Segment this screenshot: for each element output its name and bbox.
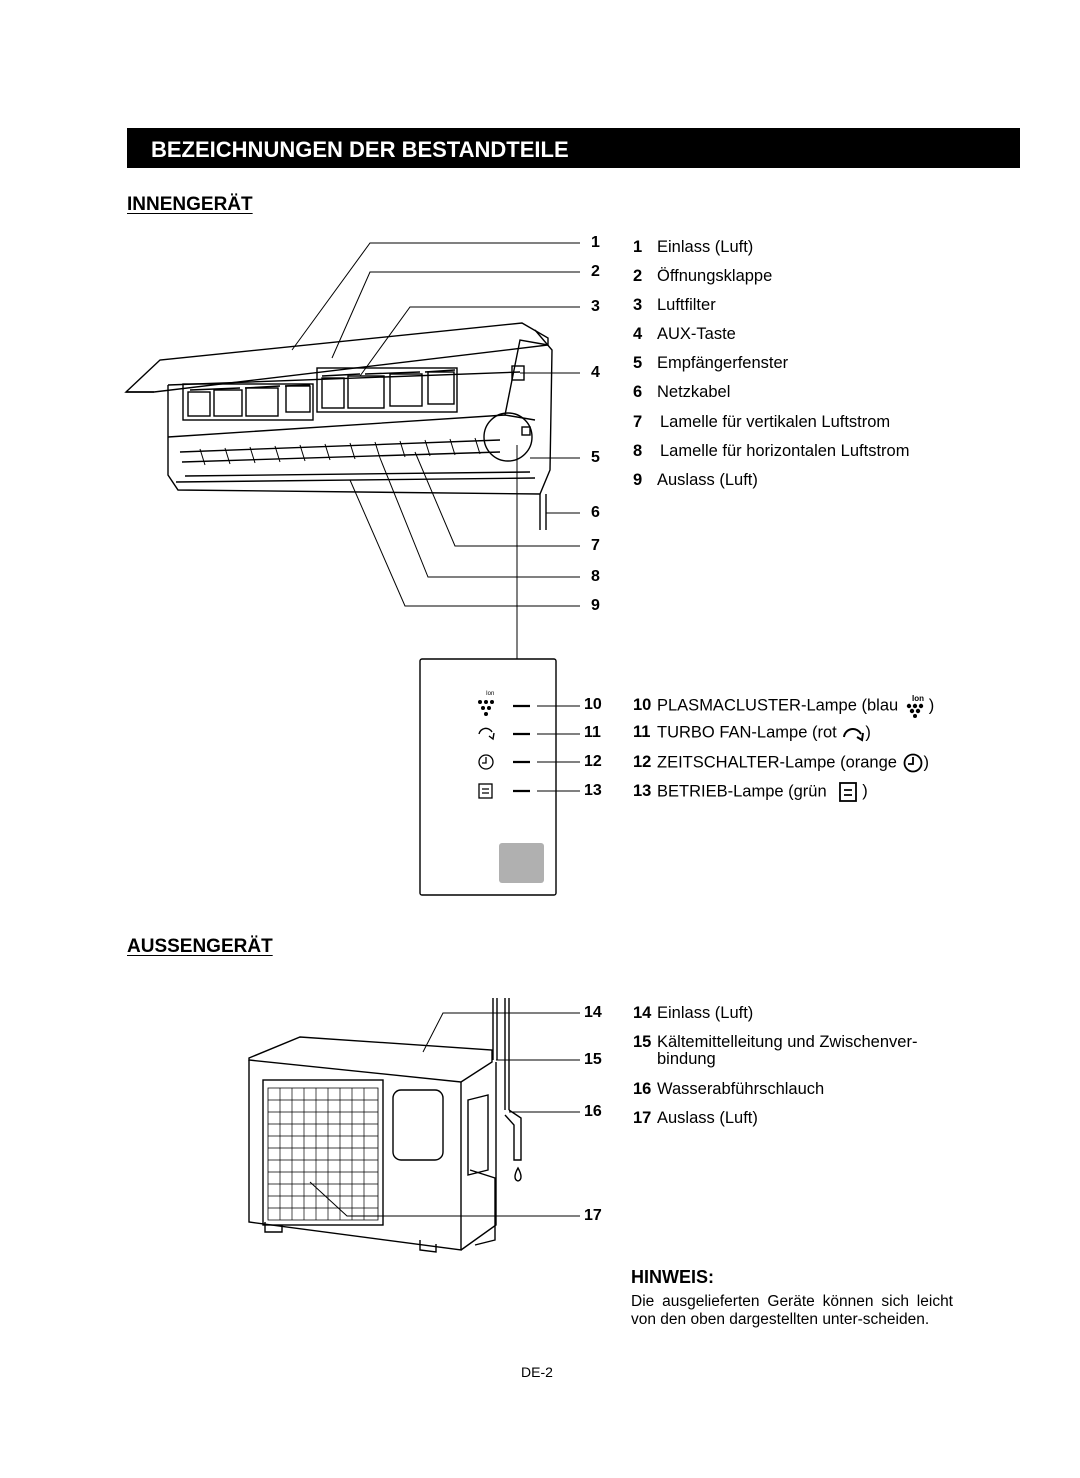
operation-icon xyxy=(839,782,858,802)
close-paren: ) xyxy=(862,782,868,801)
legend-item: 13 BETRIEB-Lampe (grün ) xyxy=(633,781,868,803)
legend-item-continuation: bindung xyxy=(657,1050,716,1069)
legend-num: 7 xyxy=(633,413,643,431)
page-banner: BEZEICHNUNGEN DER BESTANDTEILE xyxy=(127,128,1020,168)
callout-11: 11 xyxy=(584,724,601,741)
legend-num: 6 xyxy=(633,383,643,401)
legend-item: 16 Wasserabführschlauch xyxy=(633,1080,824,1099)
indoor-section-title: INNENGERÄT xyxy=(127,194,253,215)
legend-label: Einlass (Luft) xyxy=(657,1004,754,1022)
callout-2: 2 xyxy=(591,263,600,280)
legend-num: 13 xyxy=(633,782,652,801)
plasmacluster-ion-icon: Ion xyxy=(906,694,924,718)
legend-num: 16 xyxy=(633,1080,652,1098)
legend-item: 8 Lamelle für horizontalen Luftstrom xyxy=(633,442,909,461)
legend-label: Kältemittelleitung und Zwischenver- xyxy=(657,1033,918,1051)
callout-3: 3 xyxy=(591,298,600,315)
legend-item: 12 ZEITSCHALTER-Lampe (orange ) xyxy=(633,752,929,774)
legend-item: 7 Lamelle für vertikalen Luftstrom xyxy=(633,413,890,432)
legend-label: Einlass (Luft) xyxy=(657,238,754,256)
legend-num: 14 xyxy=(633,1004,652,1022)
legend-item: 17 Auslass (Luft) xyxy=(633,1109,758,1128)
timer-clock-icon xyxy=(903,753,922,773)
legend-label: Auslass (Luft) xyxy=(657,1109,758,1127)
legend-item: 15 Kältemittelleitung und Zwischenver- xyxy=(633,1033,917,1052)
callout-16: 16 xyxy=(584,1103,602,1120)
legend-num: 3 xyxy=(633,296,643,314)
panel-operation-icon xyxy=(478,783,493,799)
legend-label: Lamelle für vertikalen Luftstrom xyxy=(660,413,891,431)
legend-label: Luftfilter xyxy=(657,296,716,314)
legend-label: ZEITSCHALTER-Lampe (orange xyxy=(657,753,897,772)
legend-item: 11 TURBO FAN-Lampe (rot ) xyxy=(633,723,871,743)
ion-label: Ion xyxy=(912,694,924,703)
legend-label: TURBO FAN-Lampe (rot xyxy=(657,723,837,742)
svg-text:Ion: Ion xyxy=(486,691,494,697)
outdoor-leader-lines xyxy=(309,1012,580,1217)
close-paren: ) xyxy=(865,723,871,742)
legend-label: Lamelle für horizontalen Luftstrom xyxy=(660,442,910,460)
panel-turbo-fan-icon xyxy=(478,727,495,741)
legend-num: 10 xyxy=(633,696,652,715)
legend-item: 3 Luftfilter xyxy=(633,296,716,315)
turbo-fan-icon xyxy=(843,728,865,742)
legend-item: 6 Netzkabel xyxy=(633,383,730,402)
callout-8: 8 xyxy=(591,568,600,585)
callout-1: 1 xyxy=(591,234,600,251)
callout-17: 17 xyxy=(584,1207,602,1224)
legend-label: BETRIEB-Lampe (grün xyxy=(657,782,827,801)
callout-14: 14 xyxy=(584,1004,602,1021)
note-text: Die ausgelieferten Geräte können sich le… xyxy=(631,1293,953,1328)
legend-label: AUX-Taste xyxy=(657,325,736,343)
panel-timer-icon xyxy=(478,754,494,770)
legend-num: 9 xyxy=(633,471,643,489)
legend-label: Netzkabel xyxy=(657,383,731,401)
callout-5: 5 xyxy=(591,449,600,466)
legend-item: 5 Empfängerfenster xyxy=(633,354,788,373)
outdoor-section-title: AUSSENGERÄT xyxy=(127,936,273,957)
callout-9: 9 xyxy=(591,597,600,614)
legend-label: Öffnungsklappe xyxy=(657,267,773,285)
legend-num: 1 xyxy=(633,238,643,256)
callout-7: 7 xyxy=(591,537,600,554)
legend-item: 9 Auslass (Luft) xyxy=(633,471,758,490)
legend-num: 4 xyxy=(633,325,643,343)
callout-12: 12 xyxy=(584,753,602,770)
legend-num: 17 xyxy=(633,1109,652,1127)
legend-num: 11 xyxy=(633,723,651,742)
indoor-unit-drawing xyxy=(124,322,553,530)
control-panel-drawing: Ion xyxy=(419,658,580,896)
legend-label: Empfängerfenster xyxy=(657,354,789,372)
close-paren: ) xyxy=(928,696,935,715)
close-paren: ) xyxy=(923,753,930,772)
legend-num: 12 xyxy=(633,753,652,772)
outdoor-unit-drawing xyxy=(248,998,522,1253)
legend-item: 14 Einlass (Luft) xyxy=(633,1004,753,1023)
legend-num: 15 xyxy=(633,1033,652,1051)
panel-plasmacluster-icon: Ion xyxy=(478,691,494,716)
legend-num: 5 xyxy=(633,354,643,372)
callout-13: 13 xyxy=(584,782,602,799)
legend-label: PLASMACLUSTER-Lampe (blau xyxy=(657,696,899,715)
legend-item: 1 Einlass (Luft) xyxy=(633,238,753,257)
callout-10: 10 xyxy=(584,696,602,713)
legend-num: 8 xyxy=(633,442,643,460)
legend-item: 10 PLASMACLUSTER-Lampe (blau Ion ) xyxy=(633,694,934,718)
legend-label: Wasserabführschlauch xyxy=(657,1080,825,1098)
legend-num: 2 xyxy=(633,267,643,285)
callout-15: 15 xyxy=(584,1051,602,1068)
legend-item: 4 AUX-Taste xyxy=(633,325,736,344)
page-number: DE-2 xyxy=(521,1364,553,1380)
callout-4: 4 xyxy=(591,364,600,381)
legend-label: bindung xyxy=(657,1050,716,1068)
legend-item: 2 Öffnungsklappe xyxy=(633,267,772,286)
note-title: HINWEIS: xyxy=(631,1267,714,1287)
legend-label: Auslass (Luft) xyxy=(657,471,758,489)
callout-6: 6 xyxy=(591,504,600,521)
